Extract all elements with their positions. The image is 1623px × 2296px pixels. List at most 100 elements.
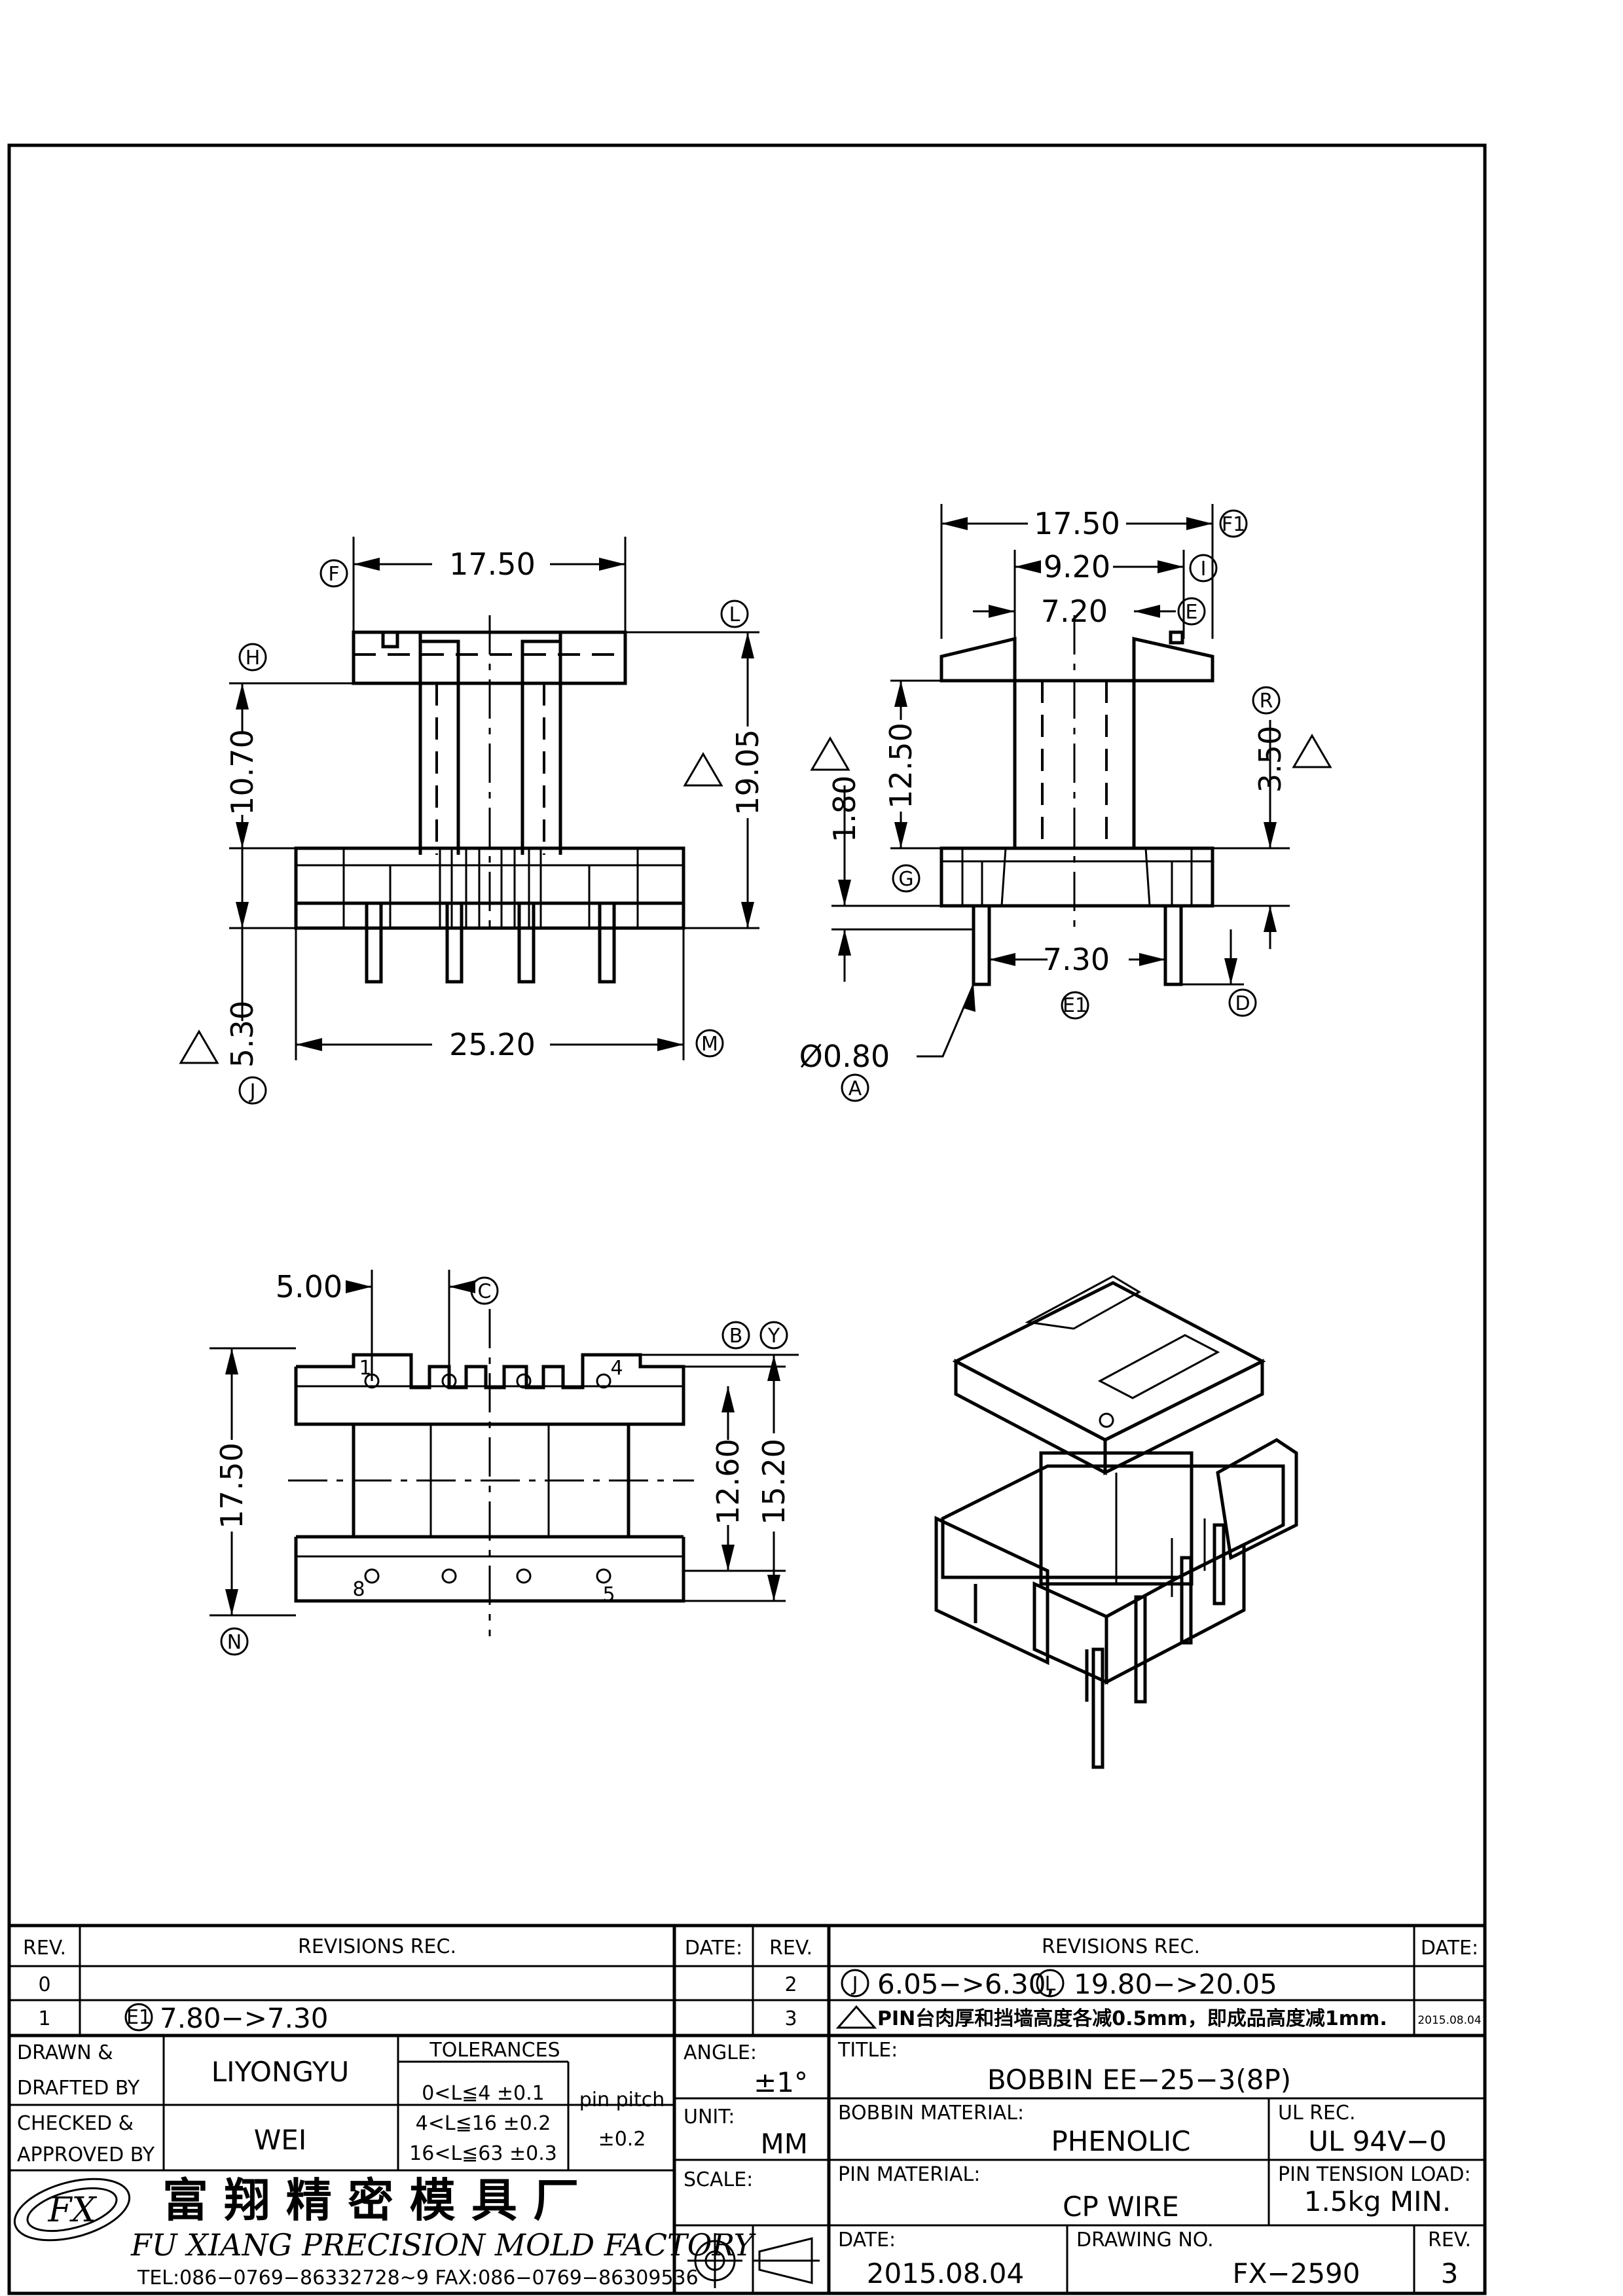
date-header-right: DATE:	[1421, 1937, 1478, 1960]
pin-label-8: 8	[352, 1578, 365, 1601]
rev2-text2: 19.80−>20.05	[1074, 1968, 1277, 2000]
ref-m: M	[701, 1033, 718, 1056]
ref-r: R	[1260, 690, 1273, 713]
ref-g: G	[898, 868, 913, 891]
title-value: BOBBIN EE−25−3(8P)	[987, 2064, 1291, 2096]
ref-h: H	[246, 647, 261, 670]
front-pin-length: 5.30	[225, 1001, 260, 1067]
scale-label: SCALE:	[684, 2168, 753, 2191]
ref-i: I	[1201, 558, 1207, 581]
bobbin-material-value: PHENOLIC	[1051, 2125, 1190, 2157]
rev-header-left: REV.	[23, 1937, 66, 1960]
rev2-ref2: L	[1045, 1973, 1056, 1996]
revisions-header-right: REVISIONS REC.	[1042, 1935, 1200, 1958]
unit-label: UNIT:	[684, 2106, 735, 2128]
ref-j: J	[249, 1080, 256, 1103]
ul-value: UL 94V−0	[1308, 2125, 1447, 2157]
rev2-ref1: J	[851, 1973, 858, 1996]
rev-value: 3	[1441, 2257, 1459, 2289]
bottom-view: 1 4 8 5 5.00 C 17.50 N 12.60 15	[210, 1269, 799, 1656]
checked-label-1: CHECKED &	[17, 2112, 134, 2135]
side-pin-diameter: Ø0.80	[799, 1039, 890, 1074]
pin-tension-label: PIN TENSION LOAD:	[1278, 2163, 1471, 2186]
ref-y: Y	[767, 1325, 780, 1348]
ref-e: E	[1186, 601, 1198, 624]
ref-b: B	[729, 1325, 743, 1348]
date-header-left: DATE:	[685, 1937, 742, 1960]
unit-value: MM	[761, 2128, 808, 2160]
drawing-no-value: FX−2590	[1232, 2257, 1360, 2289]
projection-symbol	[687, 2233, 820, 2288]
front-base-width: 25.20	[449, 1027, 536, 1062]
logo-letters: FX	[47, 2191, 97, 2230]
tol-2: 4<L≦16 ±0.2	[416, 2112, 551, 2135]
front-view: 17.50 F 10.70 H 5.30 J 19.05 L	[179, 537, 765, 1105]
company-logo: FX	[13, 2178, 131, 2242]
side-base-thickness: 1.80	[827, 776, 862, 842]
checked-label-2: APPROVED BY	[17, 2144, 155, 2166]
rev2-text1: 6.05−>6.30,	[877, 1968, 1055, 2000]
ref-f1: F1	[1222, 513, 1245, 536]
bottom-pin-pitch: 5.00	[276, 1269, 342, 1304]
pin-label-4: 4	[610, 1357, 623, 1380]
ref-d: D	[1235, 992, 1250, 1015]
side-inner-width: 7.20	[1041, 594, 1108, 629]
side-step-height: 3.50	[1252, 726, 1288, 793]
side-pin-span: 7.30	[1043, 942, 1110, 977]
drawn-label-2: DRAFTED BY	[17, 2077, 140, 2100]
drawn-value: LIYONGYU	[211, 2056, 349, 2088]
drawing-no-label: DRAWING NO.	[1076, 2229, 1214, 2251]
rev3-date: 2015.08.04	[1417, 2014, 1481, 2027]
bobbin-material-label: BOBBIN MATERIAL:	[838, 2102, 1024, 2125]
title-block: REV. REVISIONS REC. DATE: REV. REVISIONS…	[7, 1924, 1487, 2295]
title-label: TITLE:	[837, 2039, 898, 2062]
revisions-header-left: REVISIONS REC.	[298, 1935, 456, 1958]
ref-n: N	[227, 1631, 242, 1654]
angle-label: ANGLE:	[684, 2041, 757, 2064]
rev-row-0: 0	[38, 1973, 50, 1996]
tolerances-label: TOLERANCES	[429, 2039, 560, 2062]
ul-label: UL REC.	[1278, 2102, 1356, 2125]
company-en: FU XIANG PRECISION MOLD FACTORY	[130, 2227, 757, 2263]
pin-label-1: 1	[359, 1357, 371, 1380]
side-window-height: 12.50	[883, 723, 919, 809]
ref-c: C	[478, 1280, 492, 1303]
tol-3: 16<L≦63 ±0.3	[409, 2142, 557, 2165]
front-top-width: 17.50	[449, 547, 536, 582]
ref-a: A	[848, 1077, 862, 1100]
ref-l: L	[729, 603, 740, 626]
front-total-height: 19.05	[730, 729, 765, 816]
rev-row-1: 1	[38, 2007, 50, 2030]
rev-header-right: REV.	[769, 1937, 812, 1960]
company-contact: TEL:086−0769−86332728~9 FAX:086−0769−863…	[137, 2267, 699, 2289]
ref-e1: E1	[1063, 994, 1087, 1017]
company-cn: 富 翔 精 密 模 具 厂	[162, 2174, 579, 2227]
rev-row-3: 3	[784, 2007, 797, 2030]
side-core-width: 9.20	[1044, 549, 1110, 584]
bottom-inner-height: 12.60	[710, 1439, 746, 1525]
pin-tension-value: 1.5kg MIN.	[1304, 2185, 1451, 2217]
tol-1: 0<L≦4 ±0.1	[422, 2082, 545, 2105]
front-flange-height: 10.70	[225, 729, 260, 816]
rev1-ref: E1	[126, 2006, 151, 2029]
isometric-view	[934, 1275, 1298, 1769]
pin-material-label: PIN MATERIAL:	[838, 2163, 980, 2186]
bottom-outer-height: 17.50	[214, 1443, 249, 1529]
pin-material-value: CP WIRE	[1063, 2191, 1179, 2223]
rev-label: REV.	[1428, 2229, 1471, 2251]
ref-f: F	[328, 563, 339, 586]
bottom-mid-height: 15.20	[756, 1439, 792, 1525]
rev3-text: PIN台肉厚和挡墙高度各减0.5mm，即成品高度减1mm.	[877, 2007, 1387, 2030]
pin-label-5: 5	[602, 1583, 615, 1606]
rev1-text: 7.80−>7.30	[160, 2002, 328, 2034]
date-label: DATE:	[838, 2229, 896, 2251]
checked-value: WEI	[254, 2124, 306, 2156]
drawn-label-1: DRAWN &	[17, 2041, 113, 2064]
angle-value: ±1°	[754, 2066, 808, 2098]
side-view: 17.50 F1 9.20 I 7.20 E 12.50 G 1.8	[799, 504, 1332, 1102]
pin-pitch-label: pin pitch	[579, 2089, 665, 2111]
rev-row-2: 2	[784, 1973, 797, 1996]
date-value: 2015.08.04	[867, 2257, 1024, 2289]
side-top-width: 17.50	[1034, 506, 1120, 541]
